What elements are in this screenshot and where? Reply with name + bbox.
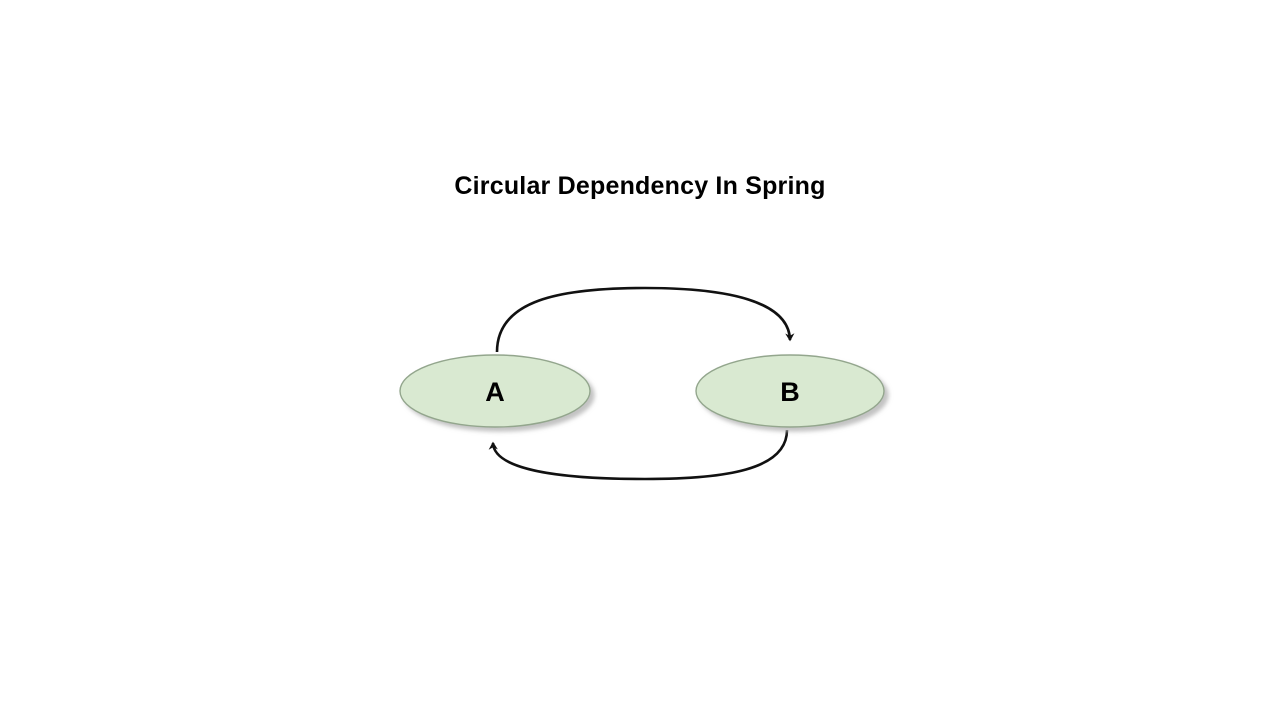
- page-title: Circular Dependency In Spring: [454, 172, 826, 200]
- node-a-ellipse[interactable]: [399, 354, 591, 428]
- edge-a-to-b-path: [495, 286, 795, 353]
- node-a-label: A: [485, 377, 505, 407]
- node-b-ellipse[interactable]: [695, 354, 885, 428]
- node-a[interactable]: A: [399, 354, 591, 428]
- edge-a-to-b: [495, 286, 795, 353]
- node-b-label: B: [780, 377, 800, 407]
- edge-b-to-a: [488, 429, 789, 481]
- edge-b-to-a-path: [488, 429, 789, 481]
- node-b[interactable]: B: [695, 354, 885, 428]
